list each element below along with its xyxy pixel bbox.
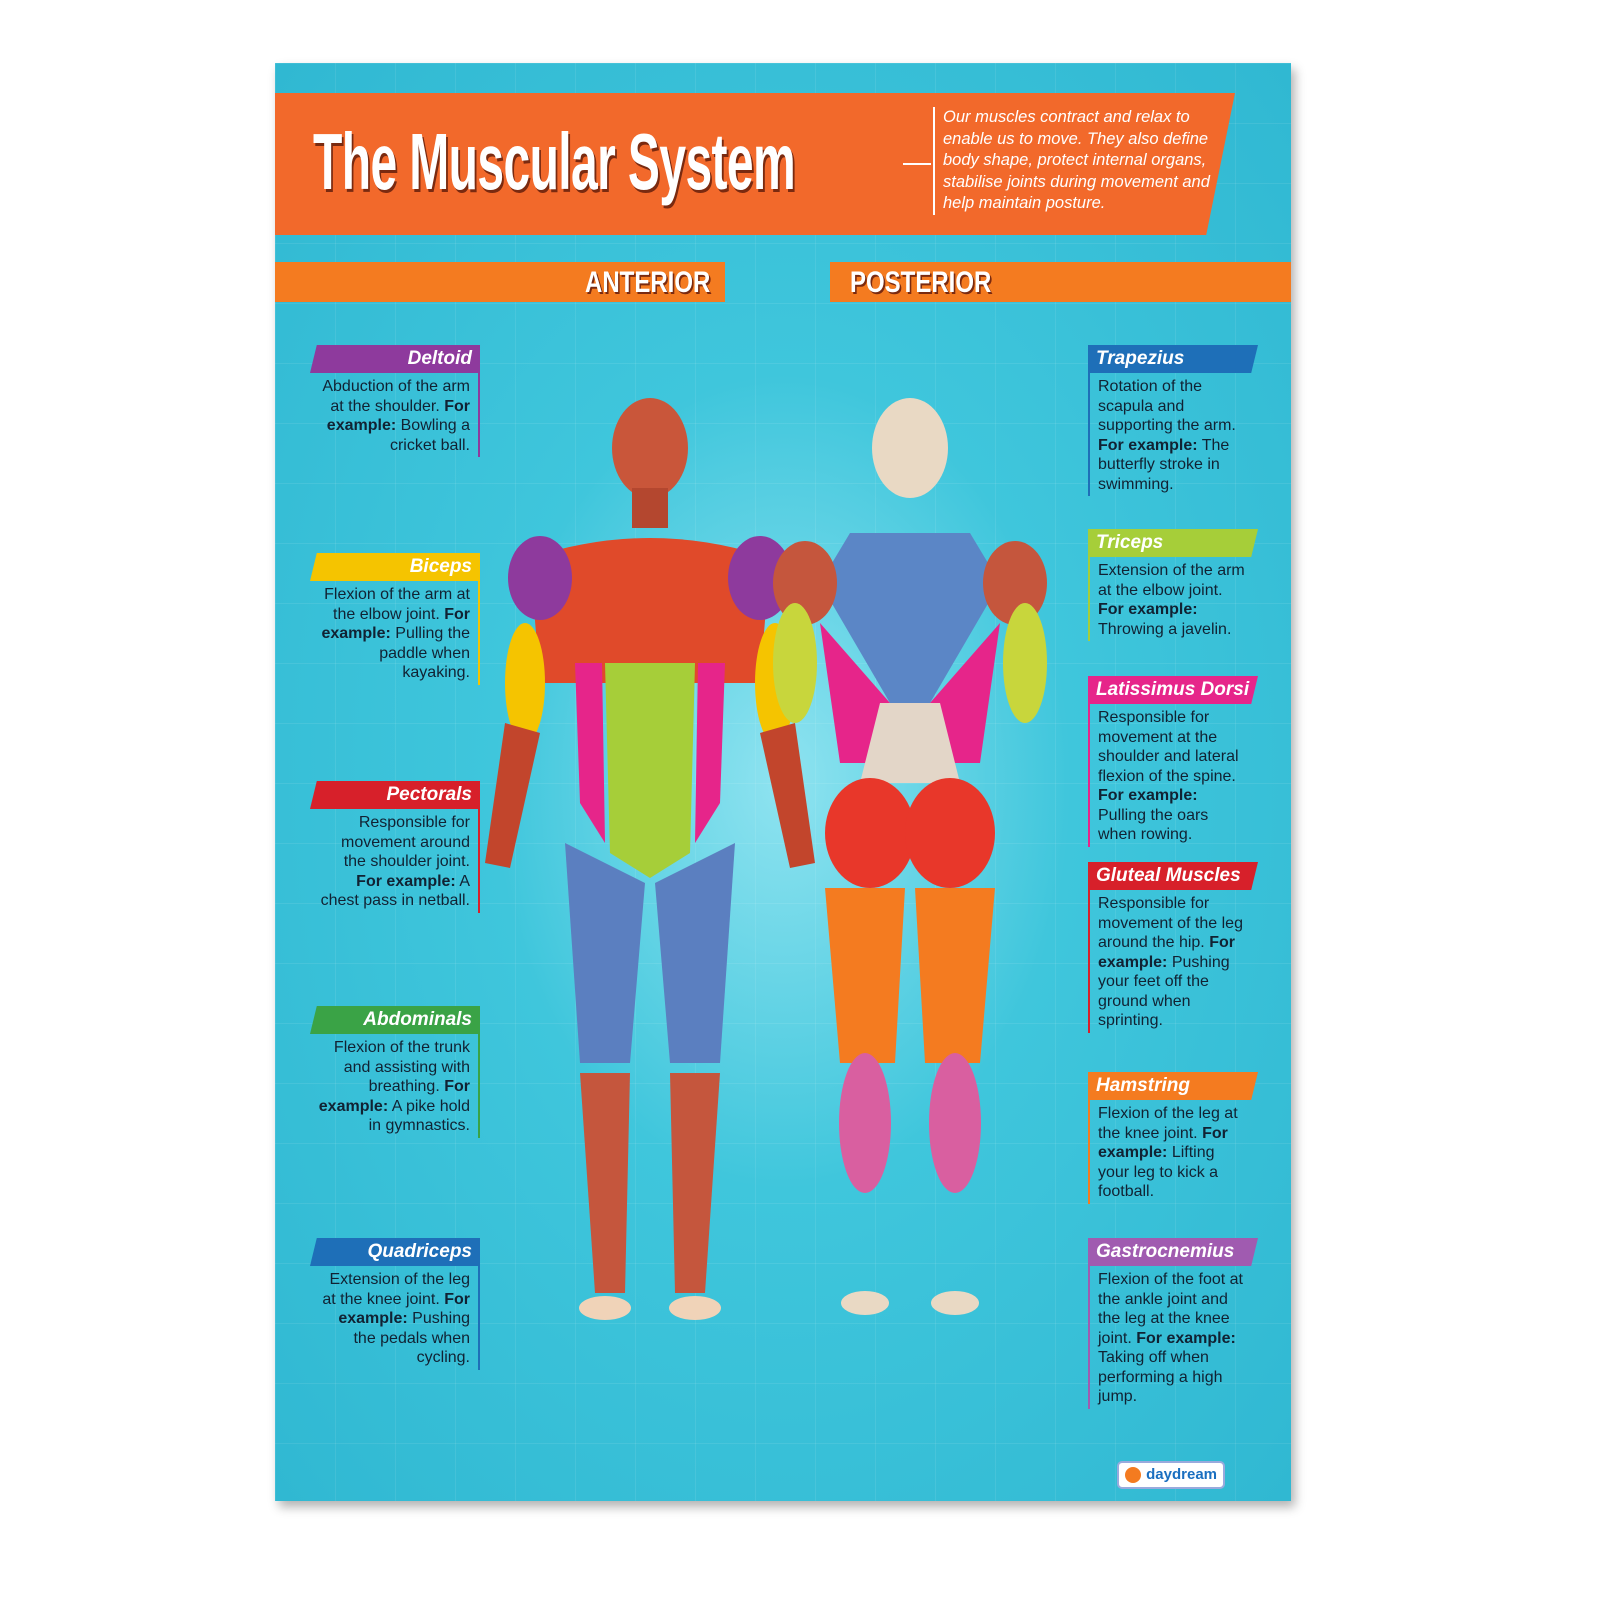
muscle-description: Responsible for movement at the shoulder… (1088, 704, 1258, 847)
muscle-label-deltoid: Deltoid Abduction of the arm at the shou… (310, 345, 480, 457)
example-text: The butterfly stroke in swimming. (1098, 436, 1230, 493)
example-text: A pike hold in gymnastics. (368, 1097, 470, 1135)
muscle-name: Deltoid (310, 345, 480, 373)
example-label: For example: (1098, 601, 1198, 618)
example-label: For example: (321, 605, 470, 643)
example-text: Pushing your feet off the ground when sp… (1098, 953, 1230, 1030)
logo-icon (1125, 1467, 1141, 1483)
example-label: For example: (318, 1078, 470, 1115)
posterior-strip: POSTERIOR (830, 262, 1291, 302)
example-label: For example: (1098, 787, 1198, 804)
function-text: Flexion of the arm at the elbow joint. (324, 586, 470, 623)
daydream-logo: daydream (1117, 1461, 1225, 1489)
muscle-name: Biceps (310, 553, 480, 581)
muscle-name: Pectorals (310, 781, 480, 809)
example-label: For example: (1098, 1124, 1228, 1162)
muscle-name: Hamstring (1088, 1072, 1258, 1100)
muscle-label-abdominals: Abdominals Flexion of the trunk and assi… (310, 1006, 480, 1138)
page-title: The Muscular System (313, 117, 796, 206)
example-text: Lifting your leg to kick a football. (1098, 1144, 1219, 1200)
function-text: Responsible for movement around the shou… (341, 814, 470, 870)
muscle-label-hamstring: Hamstring Flexion of the leg at the knee… (1088, 1072, 1258, 1204)
muscle-label-biceps: Biceps Flexion of the arm at the elbow j… (310, 553, 480, 685)
function-text: Responsible for movement of the leg arou… (1098, 895, 1243, 951)
example-text: Bowling a cricket ball. (389, 417, 470, 454)
muscle-label-pectorals: Pectorals Responsible for movement aroun… (310, 781, 480, 913)
example-label: For example: (326, 397, 470, 435)
muscle-label-gluteal-muscles: Gluteal Muscles Responsible for movement… (1088, 862, 1258, 1033)
example-text: Pushing the pedals when cycling. (353, 1310, 470, 1366)
posterior-label: POSTERIOR (850, 266, 992, 299)
muscle-name: Latissimus Dorsi (1088, 676, 1258, 704)
function-text: Abduction of the arm at the shoulder. (322, 378, 470, 415)
muscle-description: Extension of the leg at the knee joint. … (310, 1266, 480, 1370)
muscle-figures (485, 398, 1047, 1320)
muscle-description: Flexion of the arm at the elbow joint. F… (310, 581, 480, 685)
intro-connector (903, 163, 931, 165)
anterior-figure (485, 398, 815, 1320)
muscle-name: Trapezius (1088, 345, 1258, 373)
example-text: A chest pass in netball. (320, 872, 470, 910)
muscle-label-quadriceps: Quadriceps Extension of the leg at the k… (310, 1238, 480, 1370)
muscle-name: Triceps (1088, 529, 1258, 557)
anterior-label: ANTERIOR (585, 266, 711, 299)
example-label: For example: (1098, 436, 1198, 454)
muscle-name: Quadriceps (310, 1238, 480, 1266)
muscle-description: Flexion of the trunk and assisting with … (310, 1034, 480, 1138)
muscle-label-gastrocnemius: Gastrocnemius Flexion of the foot at the… (1088, 1238, 1258, 1409)
function-text: Responsible for movement at the shoulder… (1098, 709, 1239, 785)
muscle-name: Gastrocnemius (1088, 1238, 1258, 1266)
muscle-label-trapezius: Trapezius Rotation of the scapula and su… (1088, 345, 1258, 496)
function-text: Flexion of the foot at the ankle joint a… (1098, 1271, 1243, 1347)
anterior-strip: ANTERIOR (275, 262, 725, 302)
example-text: Pulling the paddle when kayaking. (379, 625, 470, 681)
example-label: For example: (1136, 1329, 1236, 1347)
function-text: Flexion of the trunk and assisting with … (333, 1039, 470, 1095)
function-text: Flexion of the leg at the knee joint. (1098, 1105, 1238, 1142)
muscle-description: Abduction of the arm at the shoulder. Fo… (310, 373, 480, 457)
example-label: For example: (338, 1290, 470, 1328)
muscle-description: Responsible for movement around the shou… (310, 809, 480, 913)
logo-text: daydream (1146, 1466, 1217, 1483)
muscle-description: Flexion of the leg at the knee joint. Fo… (1088, 1100, 1258, 1204)
poster: The Muscular System Our muscles contract… (275, 63, 1291, 1501)
title-banner: The Muscular System Our muscles contract… (275, 93, 1235, 235)
function-text: Rotation of the scapula and supporting t… (1098, 378, 1236, 434)
posterior-figure (773, 398, 1047, 1315)
example-text: Pulling the oars when rowing. (1098, 806, 1209, 844)
muscle-description: Flexion of the foot at the ankle joint a… (1088, 1266, 1258, 1409)
function-text: Extension of the arm at the elbow joint. (1098, 562, 1245, 599)
example-label: For example: (356, 872, 456, 890)
muscle-name: Gluteal Muscles (1088, 862, 1258, 890)
muscle-name: Abdominals (310, 1006, 480, 1034)
muscle-description: Rotation of the scapula and supporting t… (1088, 373, 1258, 496)
example-text: Taking off when performing a high jump. (1098, 1349, 1223, 1405)
muscle-label-latissimus-dorsi: Latissimus Dorsi Responsible for movemen… (1088, 676, 1258, 847)
muscle-label-triceps: Triceps Extension of the arm at the elbo… (1088, 529, 1258, 641)
function-text: Extension of the leg at the knee joint. (322, 1271, 470, 1308)
muscle-description: Responsible for movement of the leg arou… (1088, 890, 1258, 1033)
example-text: Throwing a javelin. (1098, 620, 1232, 638)
intro-text: Our muscles contract and relax to enable… (933, 107, 1233, 215)
muscle-description: Extension of the arm at the elbow joint.… (1088, 557, 1258, 641)
example-label: For example: (1098, 934, 1235, 971)
